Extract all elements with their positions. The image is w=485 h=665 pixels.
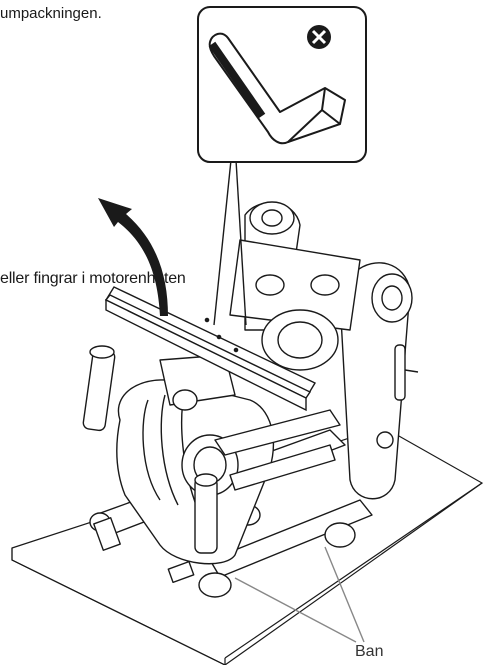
allen-key-icon	[208, 32, 346, 145]
lift-arrow-icon	[98, 198, 168, 316]
caption-middle: eller fingrar i motorenheten	[0, 270, 186, 287]
leader-lines	[234, 546, 365, 643]
callout-lines	[213, 159, 247, 326]
screw-head-icon	[307, 25, 331, 49]
tool-callout	[197, 6, 367, 163]
caption-bottom: Ban	[355, 643, 384, 660]
elliptical-trainer-icon	[82, 201, 419, 598]
packing-board	[104, 286, 316, 412]
caption-top: umpackningen.	[0, 5, 102, 22]
